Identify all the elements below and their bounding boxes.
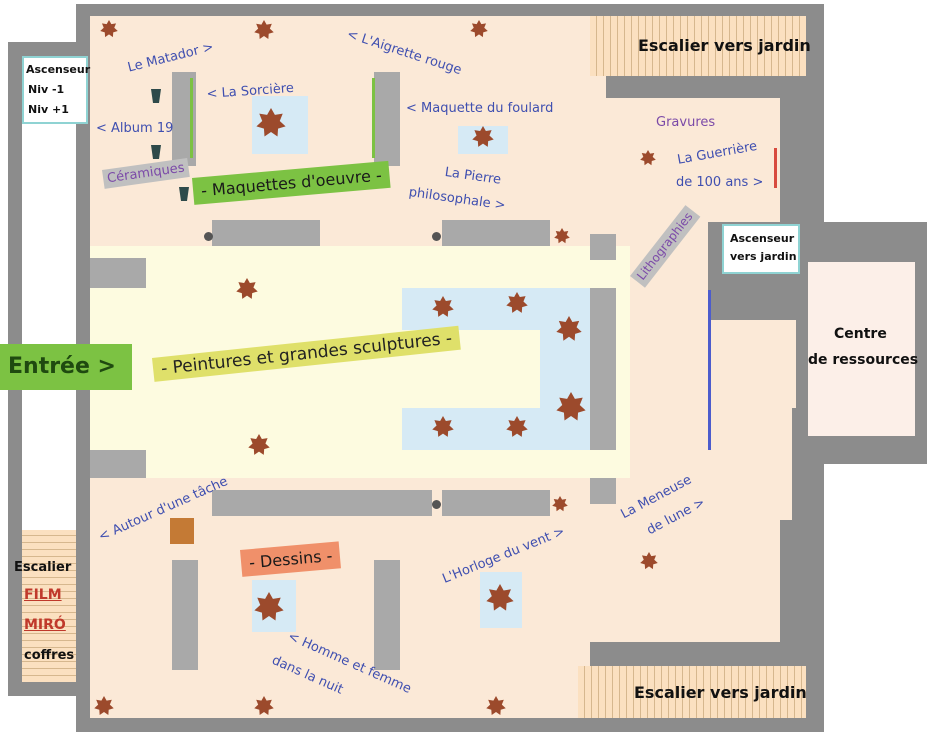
lower-right-vertical-wall: [780, 520, 806, 666]
artwork-album[interactable]: < Album 19: [96, 121, 174, 136]
sculpture-star-icon[interactable]: [640, 150, 656, 166]
stairs-garden-top-label: Escalier vers jardin: [638, 36, 811, 55]
coffres-label: coffres: [24, 648, 75, 663]
marker-dot-icon: [432, 232, 441, 241]
stairs-garden-bottom[interactable]: [578, 666, 806, 718]
vase-icon[interactable]: [150, 88, 162, 103]
resource-center-room[interactable]: [808, 262, 915, 436]
sculpture-star-icon[interactable]: [432, 296, 454, 318]
sculpture-star-icon[interactable]: [432, 416, 454, 438]
elevator-left[interactable]: [22, 56, 88, 124]
panel-hall-right: [590, 288, 616, 450]
marker-dot-icon: [204, 232, 213, 241]
elevator-left-title: Ascenseur: [26, 63, 91, 76]
sculpture-star-icon[interactable]: [506, 292, 528, 314]
panel-top-right: [442, 220, 550, 246]
artwork-foulard[interactable]: < Maquette du foulard: [406, 101, 554, 116]
sculpture-star-icon[interactable]: [236, 278, 258, 300]
accent-blue-right: [708, 290, 711, 450]
sculpture-star-icon[interactable]: [254, 696, 274, 716]
panel-drawings-right: [374, 560, 400, 670]
sculpture-star-icon[interactable]: [552, 496, 568, 512]
vase-icon[interactable]: [178, 186, 190, 201]
sculpture-star-icon[interactable]: [556, 392, 586, 422]
sculpture-star-icon[interactable]: [506, 416, 528, 438]
miro-label[interactable]: MIRÓ: [24, 617, 66, 633]
entrance-label[interactable]: Entrée >: [0, 344, 132, 390]
stair-left-label: Escalier: [14, 560, 72, 575]
sculpture-star-icon[interactable]: [472, 126, 494, 148]
panel-sorciere-right: [374, 72, 400, 166]
accent-red-right: [774, 148, 777, 188]
artwork-guerriere-line2[interactable]: de 100 ans >: [676, 175, 764, 190]
lower-right-wall: [590, 642, 806, 666]
sculpture-star-icon[interactable]: [486, 584, 514, 612]
spot-hall-center-3: [540, 288, 590, 450]
panel-bottom-left: [212, 490, 432, 516]
sculpture-star-icon[interactable]: [256, 108, 286, 138]
resource-center-line2: de ressources: [808, 352, 919, 368]
marker-dot-icon: [432, 500, 441, 509]
right-lower-floor: [724, 334, 792, 514]
pillar-top: [590, 234, 616, 260]
resource-center-line1: Centre: [834, 326, 887, 342]
sculpture-star-icon[interactable]: [470, 20, 488, 38]
elevator-garden[interactable]: [722, 224, 800, 274]
elevator-garden-line2: vers jardin: [730, 250, 797, 263]
sculpture-star-icon[interactable]: [248, 434, 270, 456]
stairs-left[interactable]: [22, 530, 76, 682]
orange-block: [170, 518, 194, 544]
category-gravures[interactable]: Gravures: [656, 115, 716, 130]
panel-hall-left-top: [90, 258, 146, 288]
film-label[interactable]: FILM: [24, 587, 62, 603]
pillar-bottom: [590, 478, 616, 504]
vase-icon[interactable]: [150, 144, 162, 159]
sculpture-star-icon[interactable]: [100, 20, 118, 38]
sculpture-star-icon[interactable]: [640, 552, 658, 570]
sculpture-star-icon[interactable]: [254, 20, 274, 40]
panel-hall-left-bottom: [90, 450, 146, 478]
sculpture-star-icon[interactable]: [556, 316, 582, 342]
elevator-left-down: Niv -1: [28, 83, 65, 96]
sculpture-star-icon[interactable]: [486, 696, 506, 716]
elevator-left-up: Niv +1: [28, 103, 69, 116]
accent-green-top: [190, 78, 193, 158]
sculpture-star-icon[interactable]: [94, 696, 114, 716]
sculpture-star-icon[interactable]: [254, 592, 284, 622]
panel-top-left: [212, 220, 320, 246]
accent-green-top-2: [372, 78, 375, 158]
upper-right-wall: [606, 76, 806, 98]
right-vertical-wall: [780, 76, 806, 226]
right-lower-wall: [792, 408, 806, 520]
sculpture-star-icon[interactable]: [554, 228, 570, 244]
panel-drawings-left: [172, 560, 198, 670]
stairs-garden-bottom-label: Escalier vers jardin: [634, 683, 807, 702]
stairs-garden-top[interactable]: [590, 16, 806, 76]
elevator-garden-line1: Ascenseur: [730, 232, 795, 245]
panel-bottom-right: [442, 490, 550, 516]
